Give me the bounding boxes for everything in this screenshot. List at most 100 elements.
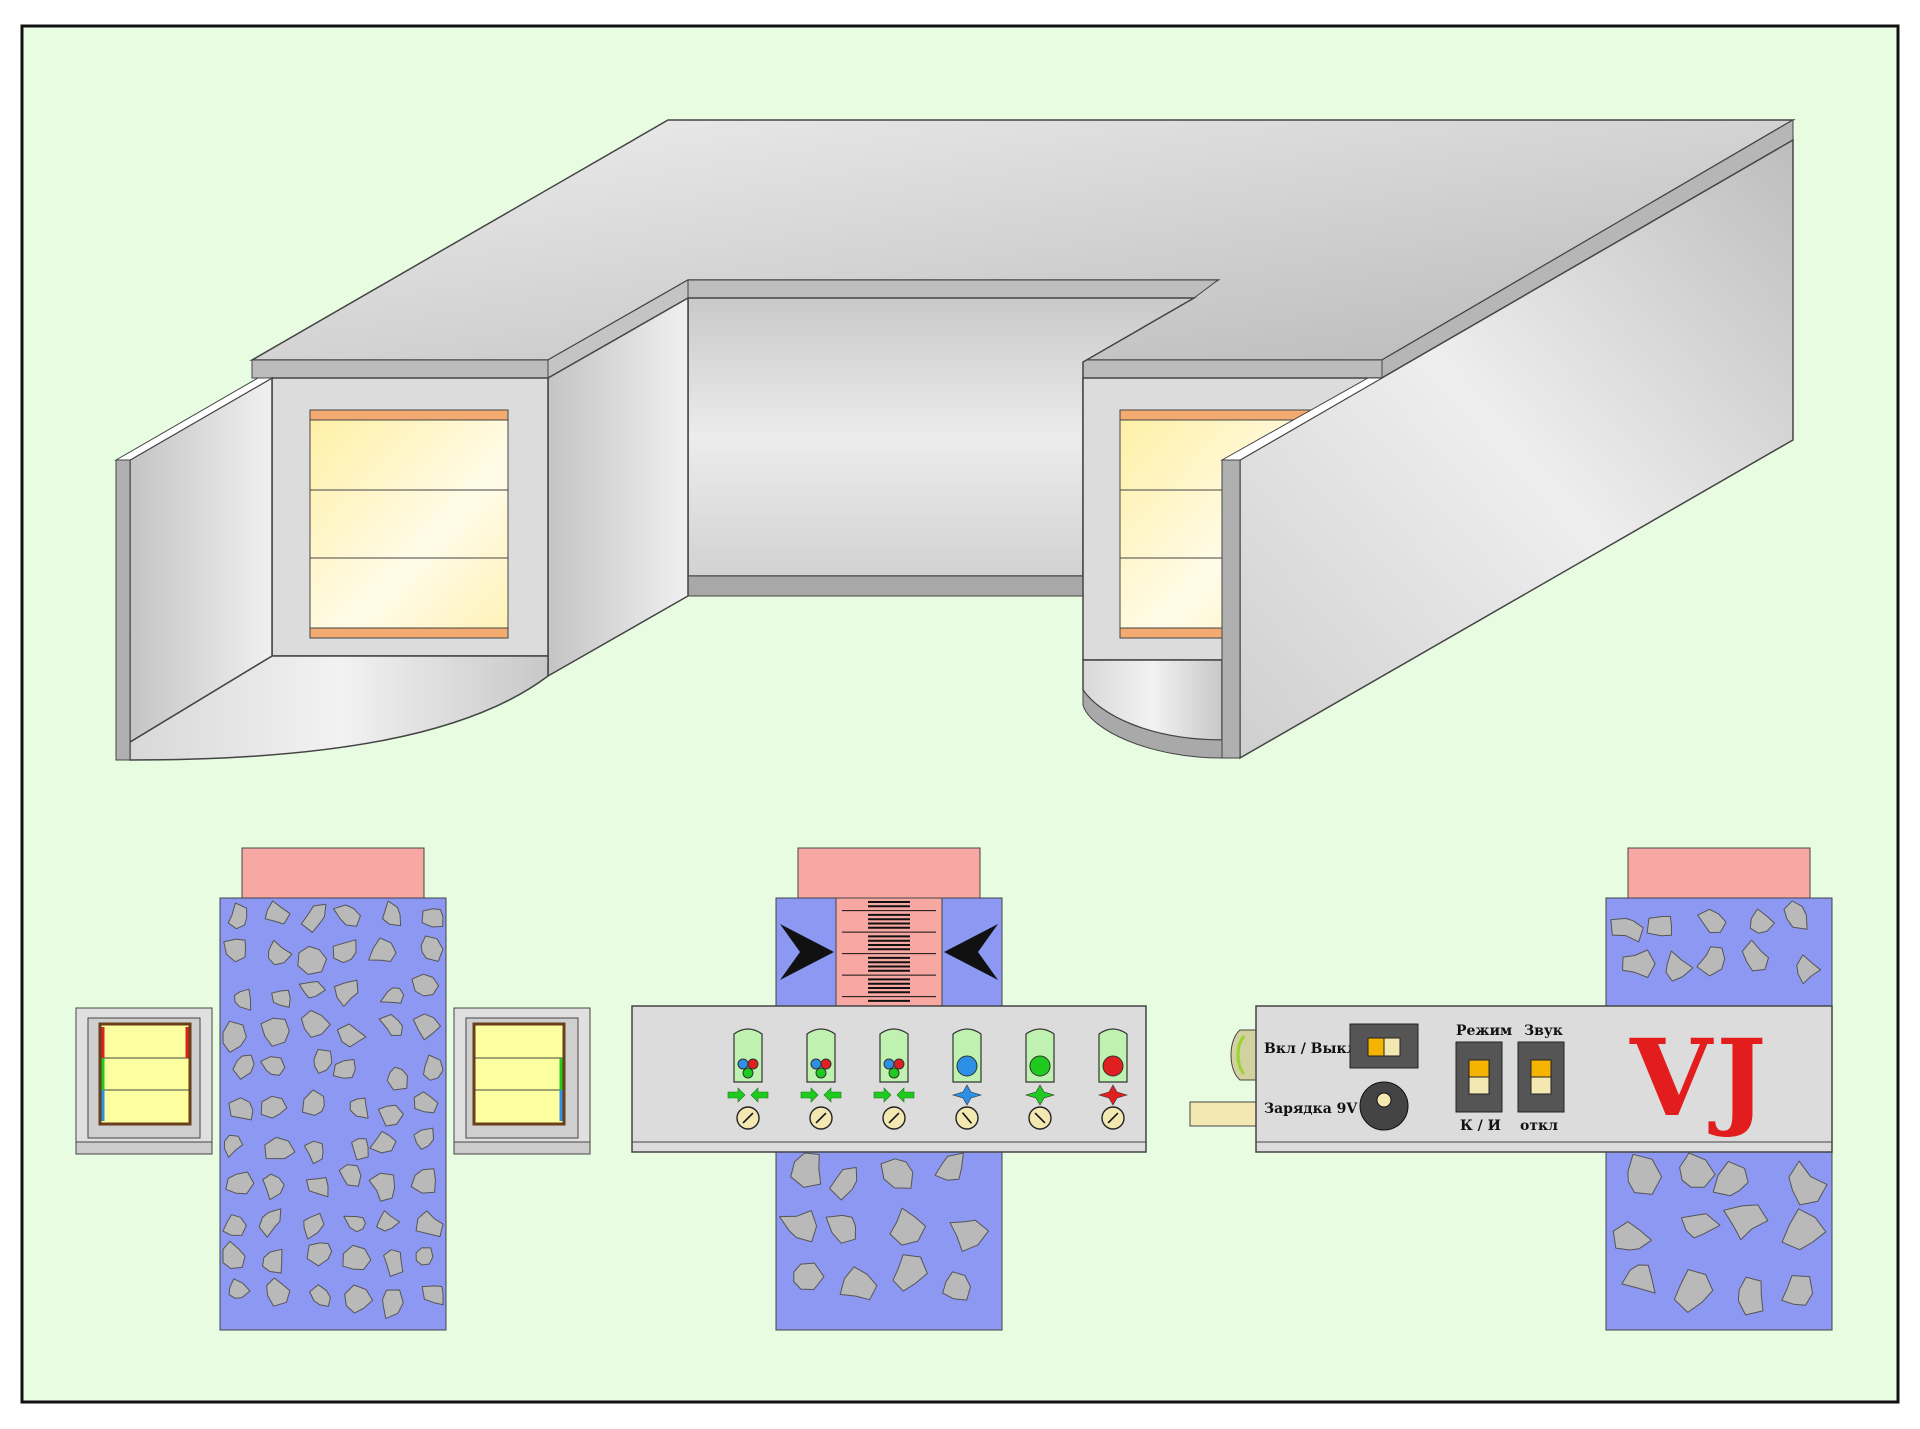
mode-switch[interactable] [1455, 1041, 1503, 1113]
camouflage-blob [344, 1284, 374, 1314]
camouflage-blob [228, 1097, 254, 1121]
camouflage-blob [892, 1254, 928, 1292]
camouflage-blob [1681, 1213, 1721, 1239]
led-dot [810, 1058, 822, 1070]
arrow-right-icon [873, 1087, 892, 1103]
led-dot [888, 1067, 900, 1079]
arrow-left-icon [896, 1087, 915, 1103]
camouflage-blob [336, 1023, 367, 1048]
camouflage-blob [223, 1134, 244, 1158]
middle-strip-tab [797, 847, 981, 899]
camouflage-blob [332, 939, 357, 964]
camouflage-blob [260, 1095, 288, 1119]
camouflage-blob [1723, 1204, 1769, 1241]
camouflage-blob [415, 1247, 434, 1266]
camouflage-blob [300, 1010, 331, 1038]
camouflage-blob [332, 1059, 356, 1079]
middle-strip-pattern [779, 1152, 989, 1301]
sound-switch-bottom[interactable] [1530, 1076, 1552, 1095]
camouflage-blob [222, 1214, 247, 1236]
sound-sub-label: откл [1520, 1118, 1558, 1134]
camouflage-blob [303, 1140, 324, 1165]
camouflage-blob [880, 1158, 914, 1189]
power-switch-off[interactable] [1383, 1037, 1401, 1057]
camouflage-blob [383, 1249, 404, 1277]
indicator [1024, 1028, 1056, 1130]
camouflage-blob [942, 1271, 971, 1301]
indicator-row [727, 1028, 1129, 1130]
gauge-needle [1107, 1112, 1119, 1124]
chevron-right-icon [780, 924, 834, 980]
camouflage-blob [338, 1164, 362, 1187]
sound-switch[interactable] [1517, 1041, 1565, 1113]
camouflage-blob [1646, 915, 1672, 937]
left-strip-body [219, 897, 447, 1331]
middle-strip [631, 847, 1147, 1331]
gauge-needle [888, 1112, 900, 1124]
camouflage-blob [1697, 908, 1727, 934]
led-dot [893, 1058, 905, 1070]
camouflage-blob [271, 989, 291, 1008]
arrow-right-icon [800, 1087, 819, 1103]
camouflage-blob [829, 1167, 858, 1201]
indicator [727, 1028, 769, 1130]
right-strip-pattern [1610, 900, 1828, 1316]
camouflage-blob [1749, 908, 1775, 934]
right-strip: Вкл / Выкл Зарядка 9V Режим К / И Звук о… [1189, 847, 1833, 1331]
camouflage-blob [333, 904, 361, 927]
right-side-module [453, 1007, 591, 1155]
left-wing-floor [129, 655, 549, 761]
camouflage-blob [298, 981, 326, 999]
arrow-left-icon [750, 1087, 769, 1103]
gauge-needle [961, 1112, 973, 1124]
mode-switch-top[interactable] [1468, 1059, 1490, 1078]
camouflage-blob [260, 1017, 290, 1047]
camouflage-blob [839, 1266, 878, 1301]
camouflage-blob [1737, 1276, 1764, 1316]
camouflage-blob [1610, 917, 1644, 943]
star-icon [1097, 1084, 1129, 1106]
left-strip-tab [241, 847, 425, 899]
lens-highlight [1236, 1035, 1246, 1075]
camouflage-blob [378, 1014, 403, 1036]
camouflage-blob [306, 1242, 333, 1267]
camouflage-blob [349, 1097, 369, 1119]
camouflage-blob [793, 1262, 825, 1290]
charge-plug [1189, 1101, 1257, 1127]
camouflage-blob [1665, 950, 1694, 982]
sound-switch-top[interactable] [1530, 1059, 1552, 1078]
indicator [800, 1028, 842, 1130]
power-switch-on[interactable] [1367, 1037, 1385, 1057]
led-dot [883, 1058, 895, 1070]
camouflage-blob [825, 1214, 856, 1244]
camouflage-blob [309, 1284, 331, 1307]
power-switch[interactable] [1349, 1023, 1419, 1069]
housing-top-edge-right [1082, 359, 1383, 379]
indicator [951, 1028, 983, 1130]
housing-top-edge-left [251, 359, 549, 379]
left-side-module [75, 1007, 213, 1155]
camouflage-blob [1741, 939, 1769, 972]
housing-top-edge-inner [687, 279, 1220, 299]
indicator [873, 1028, 915, 1130]
camouflage-blob [378, 1104, 404, 1127]
camouflage-blob [342, 1244, 372, 1270]
camouflage-blob [1788, 1160, 1828, 1206]
camouflage-blob [382, 1289, 404, 1320]
camouflage-blob [303, 1212, 325, 1240]
camouflage-blob [225, 1171, 255, 1195]
camouflage-blob [412, 1013, 441, 1041]
led-dot [815, 1067, 827, 1079]
mode-switch-bottom[interactable] [1468, 1076, 1490, 1095]
camouflage-blob [1622, 949, 1656, 978]
left-side-window [98, 1022, 192, 1126]
camouflage-blob [376, 1210, 401, 1232]
charge-socket-icon[interactable] [1359, 1081, 1409, 1131]
star-icon [1024, 1084, 1056, 1106]
camouflage-blob [227, 902, 248, 930]
camouflage-blob [343, 1215, 366, 1233]
logo: VJ [1629, 1015, 1770, 1140]
arrow-left-icon [823, 1087, 842, 1103]
